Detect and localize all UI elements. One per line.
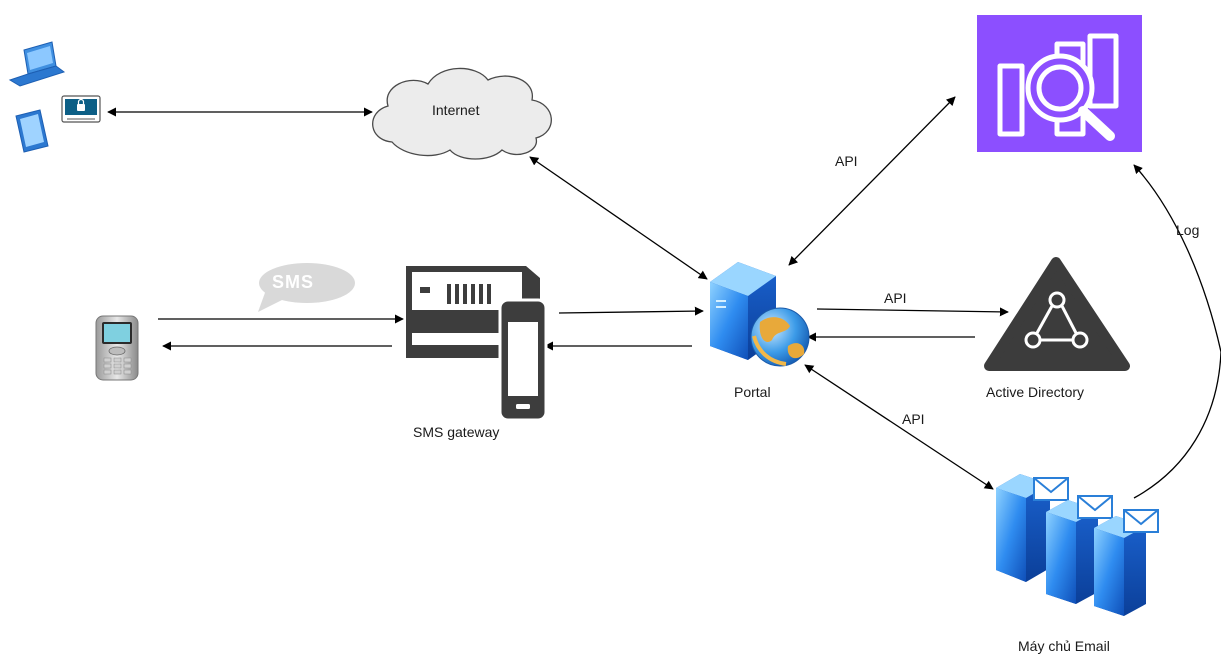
client-devices-icon: [8, 41, 101, 153]
portal-label: Portal: [734, 384, 771, 400]
edge-portal-ad: [816, 307, 1009, 317]
edge-internet-portal: [529, 156, 708, 280]
cloud-icon: [372, 67, 552, 160]
edge-label-mail-log: Log: [1176, 222, 1200, 238]
sms-gateway-label: SMS gateway: [413, 424, 500, 440]
tablet-icon: [15, 109, 49, 153]
secure-terminal-icon: [61, 95, 101, 123]
mail-servers-label: Máy chủ Email: [1018, 638, 1110, 654]
active-directory-label: Active Directory: [986, 384, 1085, 400]
mail-server-3: [1094, 509, 1159, 616]
sms-gateway-icon: [258, 263, 548, 422]
active-directory-icon: [984, 257, 1130, 371]
web-server-icon: [710, 262, 810, 367]
edge-label-portal-mail-api: API: [902, 411, 925, 427]
laptop-icon: [8, 41, 66, 87]
log-analytics-icon: [977, 15, 1142, 152]
mobile-phone-icon: [95, 315, 139, 381]
edge-portal-log: [788, 96, 956, 266]
edge-label-portal-log-api: API: [835, 153, 858, 169]
edge-gateway-portal: [558, 306, 704, 316]
edge-portal-mail: [804, 364, 994, 490]
internet-label: Internet: [432, 102, 480, 118]
sms-bubble-icon: [258, 263, 355, 312]
mail-server-1: [996, 474, 1069, 582]
sms-badge-label: SMS: [272, 272, 315, 292]
edges: [107, 96, 1221, 499]
edge-label-portal-ad-api: API: [884, 290, 907, 306]
edge-mail-log: [1133, 164, 1221, 499]
mail-server-2: [1046, 495, 1113, 604]
mail-server-icon: [996, 474, 1159, 616]
